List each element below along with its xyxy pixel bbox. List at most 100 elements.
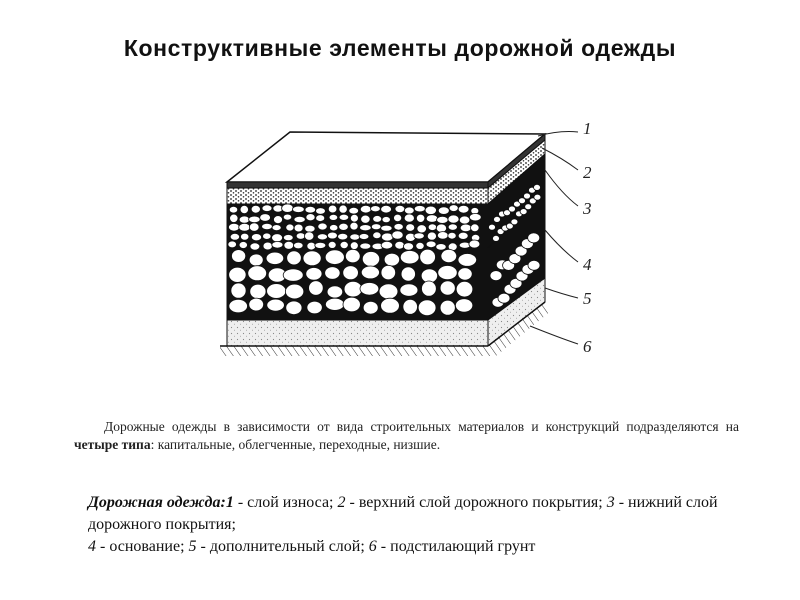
stone — [378, 283, 399, 300]
stone — [250, 204, 261, 214]
stone — [435, 223, 447, 233]
callout-2: 2 — [583, 163, 592, 182]
caption-item-5-num: 5 — [188, 538, 197, 555]
stone — [509, 277, 523, 289]
stone — [306, 241, 317, 251]
stone — [317, 222, 328, 231]
stone — [282, 268, 304, 282]
stone — [468, 213, 482, 222]
stone — [328, 214, 339, 221]
stone — [425, 214, 439, 223]
stone — [492, 234, 500, 242]
stone — [413, 232, 425, 240]
stone — [248, 253, 264, 267]
stone — [448, 204, 459, 212]
stone — [281, 203, 294, 213]
stone — [271, 224, 282, 231]
stone — [514, 245, 528, 257]
stone — [265, 251, 285, 265]
stone — [227, 240, 237, 249]
stone — [261, 204, 273, 212]
stone — [359, 224, 372, 232]
stone — [400, 266, 416, 282]
stone — [416, 224, 427, 234]
layer-1-front — [226, 181, 489, 189]
stone — [304, 224, 316, 233]
stone — [230, 282, 247, 299]
stone — [342, 296, 361, 313]
caption-item-3-text: нижний слой дорожного покрытия; — [88, 494, 718, 533]
stone — [304, 231, 315, 241]
stone — [380, 204, 392, 214]
caption-item-2-text: верхний слой дорожного покрытия; — [358, 494, 607, 511]
stone — [383, 252, 400, 267]
stone — [413, 205, 426, 213]
stone — [229, 233, 241, 241]
stone — [261, 222, 273, 231]
stone — [455, 280, 474, 298]
stone — [249, 283, 267, 300]
callout-leaders — [529, 131, 579, 345]
stone — [248, 297, 264, 312]
stone — [439, 280, 456, 296]
stone — [457, 267, 473, 281]
layer-5-front — [226, 319, 489, 347]
stone — [447, 223, 458, 231]
title-area: Конструктивные элементы дорожной одежды — [0, 0, 800, 85]
stone — [304, 205, 317, 214]
stone — [457, 204, 470, 214]
caption-item-4-num: 4 — [88, 538, 96, 555]
stone — [527, 259, 541, 271]
stone — [493, 216, 501, 223]
caption-item-5-sep: - — [196, 538, 210, 555]
stone — [421, 280, 437, 297]
stone — [315, 214, 326, 222]
caption-item-6-sep: - — [376, 538, 391, 555]
stone — [380, 297, 400, 314]
stone — [295, 232, 306, 240]
stone — [228, 222, 240, 232]
stone — [343, 280, 363, 298]
stone — [305, 267, 323, 281]
caption-item-2-sep: - — [345, 494, 359, 511]
stone — [533, 193, 542, 201]
stone — [315, 207, 326, 215]
stone — [437, 206, 450, 215]
stone — [286, 250, 302, 266]
stone — [248, 222, 260, 232]
road-pavement-diagram: 1 2 3 4 5 6 — [200, 110, 620, 380]
stone — [437, 265, 458, 281]
stone — [339, 240, 349, 249]
stone — [508, 253, 522, 265]
stone — [415, 241, 425, 250]
caption-item-3-num: 3 — [606, 494, 615, 511]
caption-item-6-num: 6 — [368, 538, 377, 555]
stone — [508, 205, 516, 213]
caption-item-1-text: слой износа; — [247, 494, 338, 511]
stone — [439, 299, 456, 316]
stone — [468, 239, 481, 249]
stone — [308, 280, 324, 296]
stone — [399, 250, 420, 265]
caption-item-4-text: основание; — [109, 538, 189, 555]
stone — [370, 205, 381, 213]
stone — [370, 223, 382, 231]
stone — [316, 233, 328, 241]
caption-line-1: Дорожная одежда:1 - слой износа; 2 - вер… — [88, 492, 748, 536]
stone — [292, 205, 305, 213]
stone — [327, 240, 337, 249]
figure-caption: Дорожная одежда:1 - слой износа; 2 - вер… — [88, 492, 748, 558]
stone — [381, 232, 394, 242]
stone — [405, 223, 416, 232]
stone — [324, 297, 345, 311]
stone — [229, 213, 239, 223]
layer-2-front — [226, 187, 489, 205]
stone — [393, 223, 404, 231]
stone — [305, 213, 316, 222]
stone — [349, 213, 359, 223]
stone — [285, 223, 295, 232]
caption-item-2-num: 2 — [337, 494, 346, 511]
stone — [394, 240, 405, 250]
stone — [402, 298, 418, 315]
